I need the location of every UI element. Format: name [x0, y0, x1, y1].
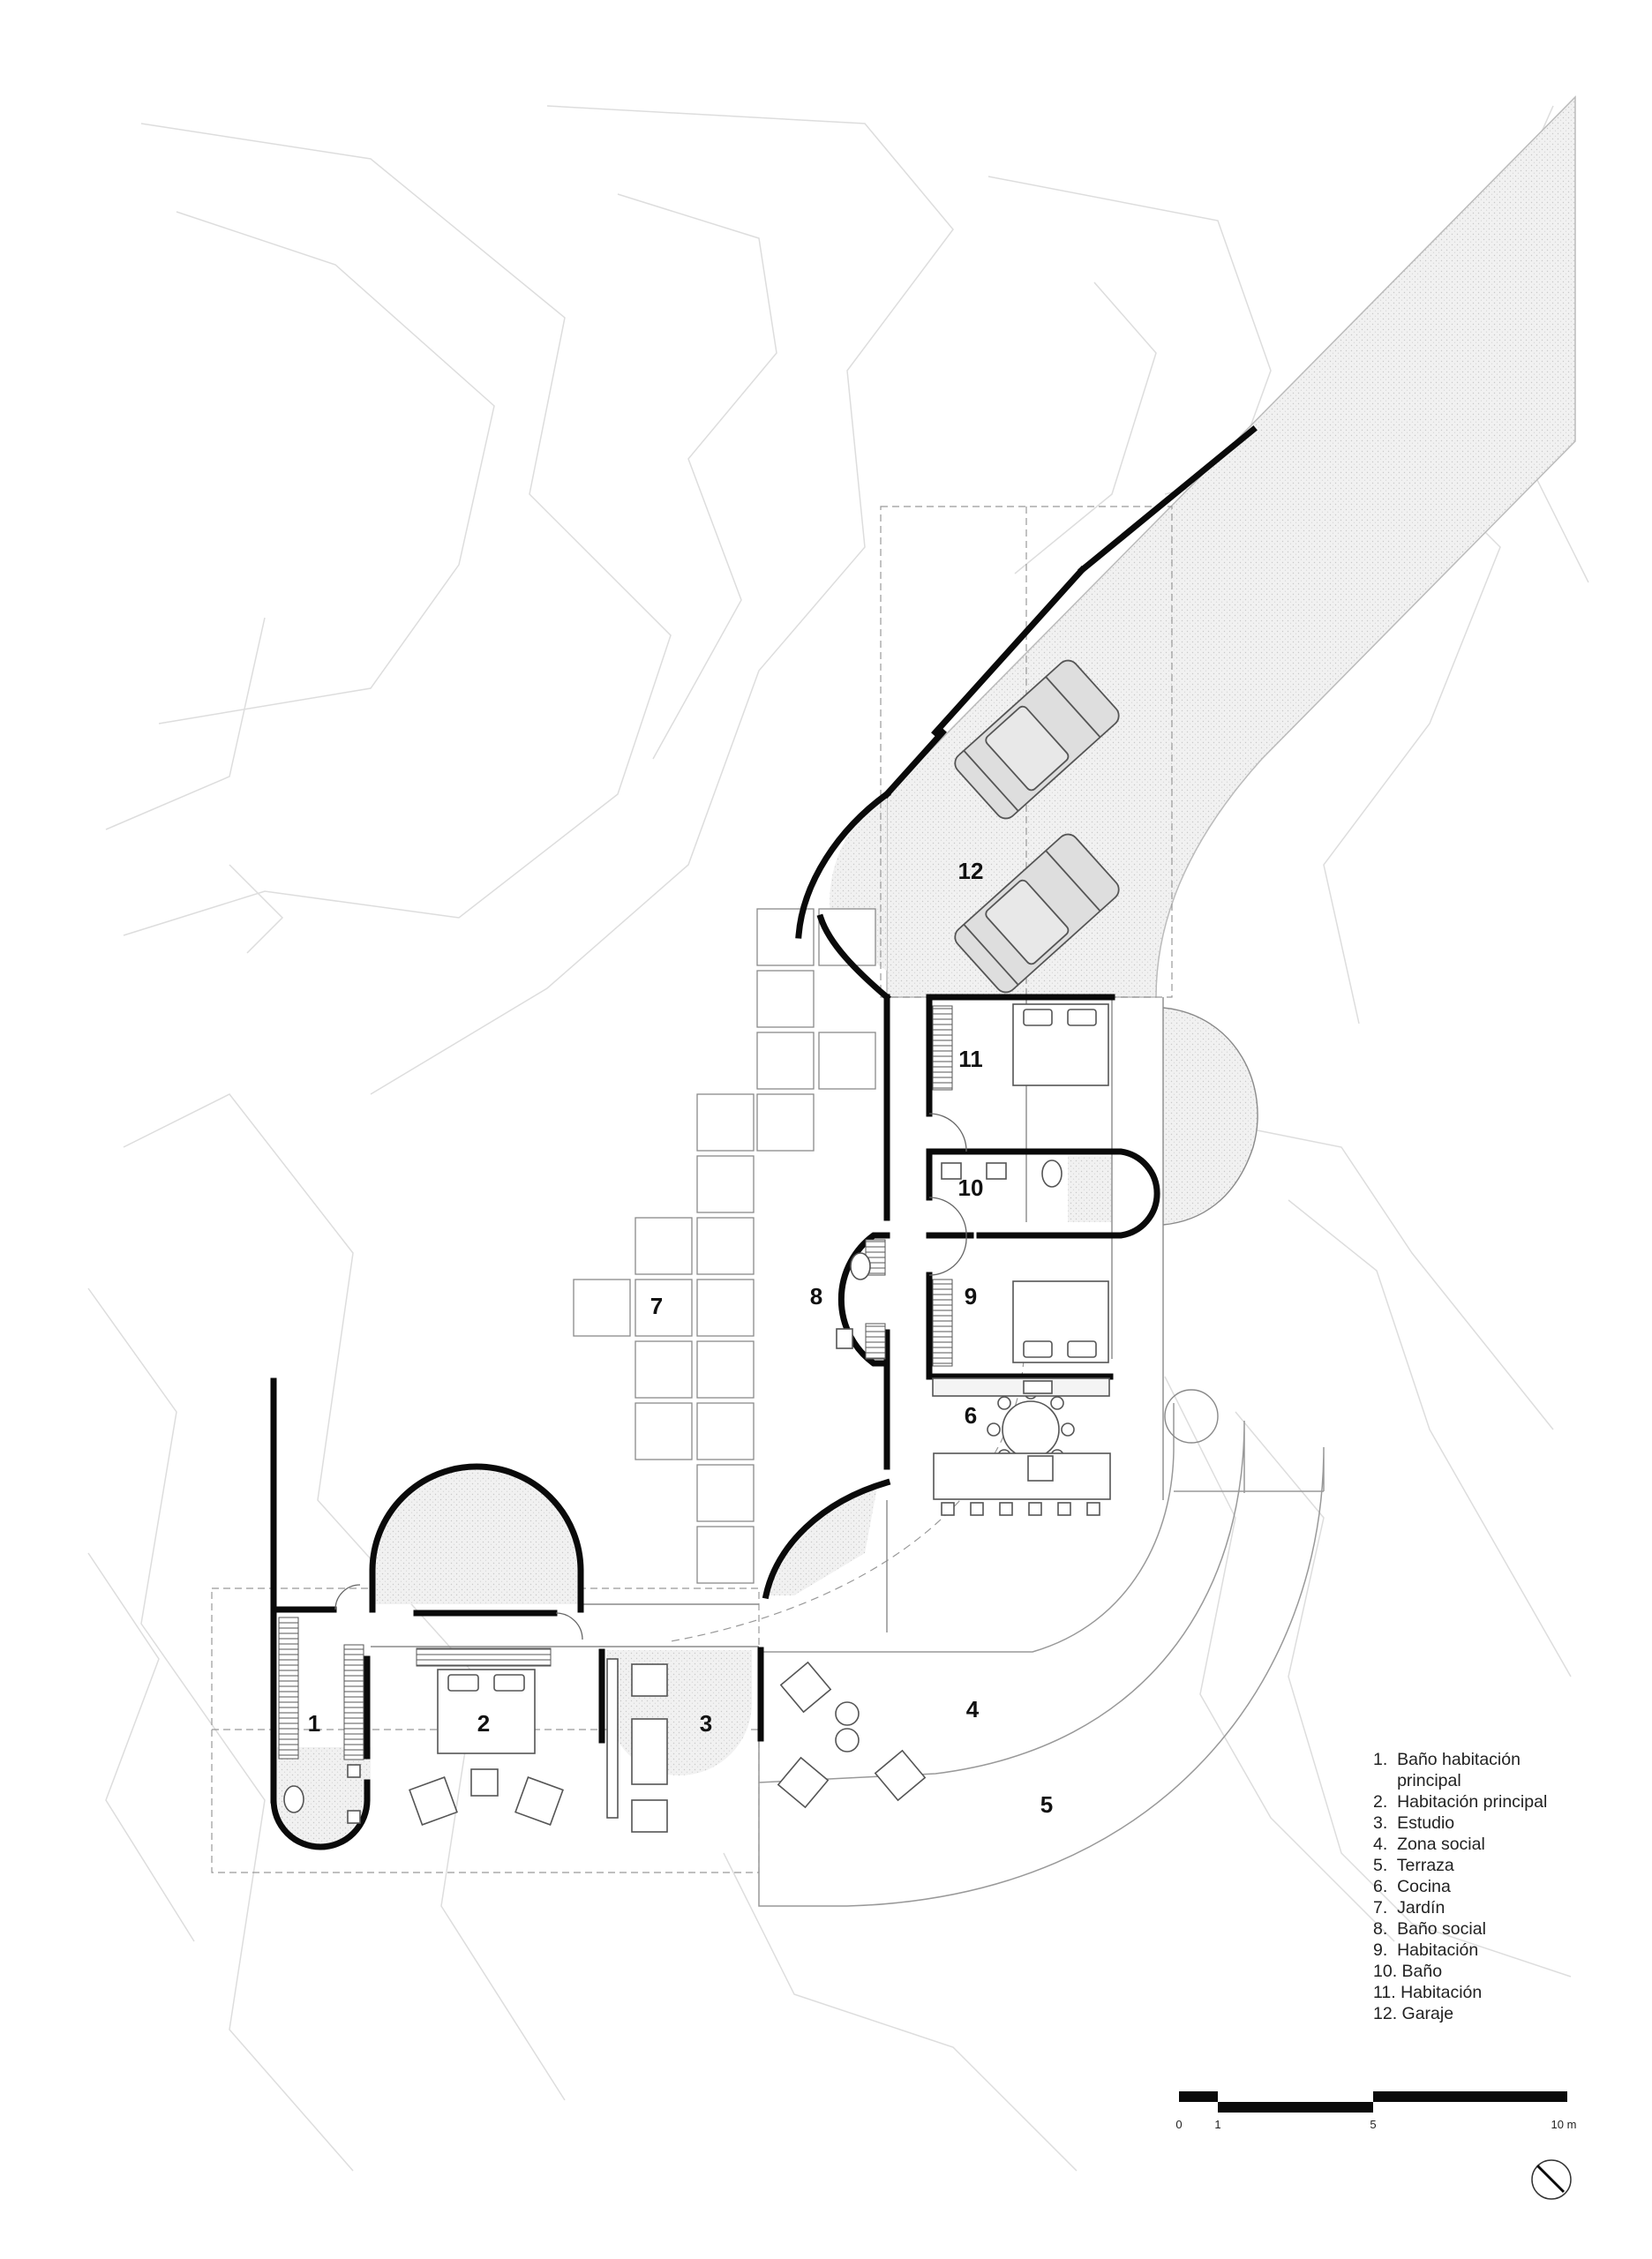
window-bay-curve	[1162, 1007, 1258, 1226]
scale-tick-1: 1	[1214, 2118, 1220, 2131]
legend-item: 12. Garaje	[1373, 2004, 1454, 2023]
door-swings	[334, 1113, 967, 1640]
legend-item: principal	[1373, 1771, 1461, 1790]
room-3-label: 3	[700, 1710, 712, 1737]
room-1-label: 1	[308, 1710, 320, 1737]
scale-tick-0: 0	[1175, 2118, 1182, 2131]
structural-walls	[270, 425, 1258, 1850]
room-5-label: 5	[1040, 1791, 1053, 1818]
room-11-label: 11	[958, 1046, 983, 1072]
furniture	[283, 1160, 1111, 1833]
legend-item: 5. Terraza	[1373, 1856, 1454, 1875]
legend-item: 9. Habitación	[1373, 1940, 1479, 1960]
scale-tick-5: 5	[1370, 2118, 1376, 2131]
room-legend: 1. Baño habitación principal 2. Habitaci…	[1373, 1749, 1547, 2024]
scale-bar: 0 1 5 10 m	[1175, 2091, 1576, 2131]
room-labels: 1 2 3 4 5 6 7 8 9 10 11 12	[308, 858, 1053, 1818]
room-12-label: 12	[958, 858, 984, 884]
beds	[437, 1003, 1109, 1754]
legend-item: 4. Zona social	[1373, 1835, 1485, 1854]
parked-car-bottom	[954, 833, 1120, 994]
legend-item: 6. Cocina	[1373, 1877, 1451, 1896]
legend-item: 8. Baño social	[1373, 1919, 1486, 1939]
driveway-surface	[886, 95, 1576, 998]
room-4-label: 4	[966, 1696, 980, 1722]
north-arrow-icon	[1531, 2159, 1572, 2200]
legend-item: 2. Habitación principal	[1373, 1792, 1548, 1812]
garden-stepping-stones	[573, 908, 876, 1584]
legend-item: 10. Baño	[1373, 1962, 1443, 1981]
legend-item: 3. Estudio	[1373, 1813, 1455, 1833]
terrace-area	[758, 1403, 1325, 1907]
room-8-label: 8	[810, 1283, 822, 1310]
scale-tick-10: 10 m	[1551, 2118, 1577, 2131]
room-6-label: 6	[965, 1402, 977, 1429]
legend-item: 1. Baño habitación	[1373, 1750, 1521, 1769]
room-2-label: 2	[477, 1710, 490, 1737]
wardrobes	[278, 1005, 953, 1760]
room-10-label: 10	[958, 1175, 984, 1201]
parked-car-top	[954, 659, 1120, 820]
legend-item: 7. Jardín	[1373, 1898, 1446, 1918]
room-9-label: 9	[965, 1283, 977, 1310]
round-window-bay	[1164, 1389, 1219, 1444]
legend-item: 11. Habitación	[1373, 1983, 1483, 2002]
room-7-label: 7	[650, 1293, 663, 1319]
